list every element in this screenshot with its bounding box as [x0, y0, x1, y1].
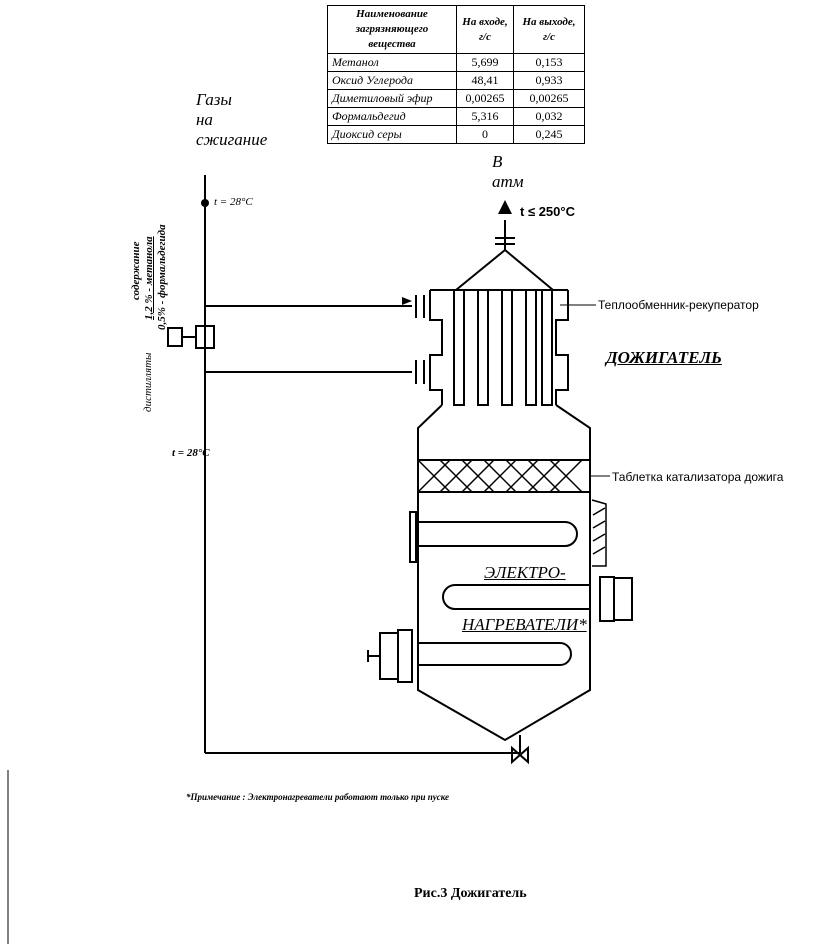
to-atmosphere-label: В атм — [492, 152, 524, 192]
to-atmosphere-line1: В — [492, 152, 503, 171]
to-atmosphere-line2: атм — [492, 172, 524, 191]
header-outlet: На выходе, г/с — [513, 5, 585, 54]
cell-substance: Диоксид серы — [327, 125, 457, 144]
cell-inlet: 0,00265 — [456, 89, 514, 108]
gases-label-line3: сжигание — [196, 130, 268, 149]
table-header-row: Наименование загрязняющего вещества На в… — [327, 5, 585, 54]
footnote: *Примечание : Электронагреватели работаю… — [186, 792, 450, 802]
vertical-content-line3: 0,5% - формальдегида — [156, 224, 168, 330]
pollutant-table: Наименование загрязняющего вещества На в… — [327, 5, 585, 144]
table-row: Диметиловый эфир 0,00265 0,00265 — [327, 89, 585, 108]
table-row: Оксид Углерода 48,41 0,933 — [327, 71, 585, 90]
cell-outlet: 0,00265 — [513, 89, 585, 108]
cell-substance: Формальдегид — [327, 107, 457, 126]
cell-outlet: 0,933 — [513, 71, 585, 90]
valve-icon — [511, 738, 529, 765]
vertical-content-line2: 1,2 % - метанола — [143, 236, 155, 320]
catalyst-bed — [417, 459, 583, 493]
afterburner-label: ДОЖИГАТЕЛЬ — [606, 348, 722, 367]
exhaust-temp-label: t ≤ 250°C — [520, 204, 575, 219]
gases-label-line1: Газы — [196, 90, 232, 109]
heaters-label-line2: НАГРЕВАТЕЛИ* — [462, 615, 587, 634]
cell-inlet: 48,41 — [456, 71, 514, 90]
figure-caption: Рис.3 Дожигатель — [414, 886, 527, 901]
temp-label-top: t = 28°C — [214, 196, 253, 208]
cell-outlet: 0,245 — [513, 125, 585, 144]
vertical-left-label: дистилляты — [142, 352, 154, 413]
catalyst-label: Таблетка катализатора дожига — [612, 470, 784, 484]
cell-substance: Метанол — [327, 53, 457, 72]
temp-label-bottom: t = 28°C — [172, 447, 210, 459]
cell-inlet: 0 — [456, 125, 514, 144]
heaters-label-line1: ЭЛЕКТРО- — [484, 563, 566, 582]
recuperator-label: Теплообменник-рекуператор — [598, 298, 759, 312]
table-row: Диоксид серы 0 0,245 — [327, 125, 585, 144]
gases-label: Газы на сжигание — [196, 90, 267, 150]
vertical-content-line1: содержание — [130, 241, 142, 300]
arrow-up-icon — [498, 200, 512, 214]
header-substance: Наименование загрязняющего вещества — [327, 5, 457, 54]
gases-label-line2: на — [196, 110, 213, 129]
